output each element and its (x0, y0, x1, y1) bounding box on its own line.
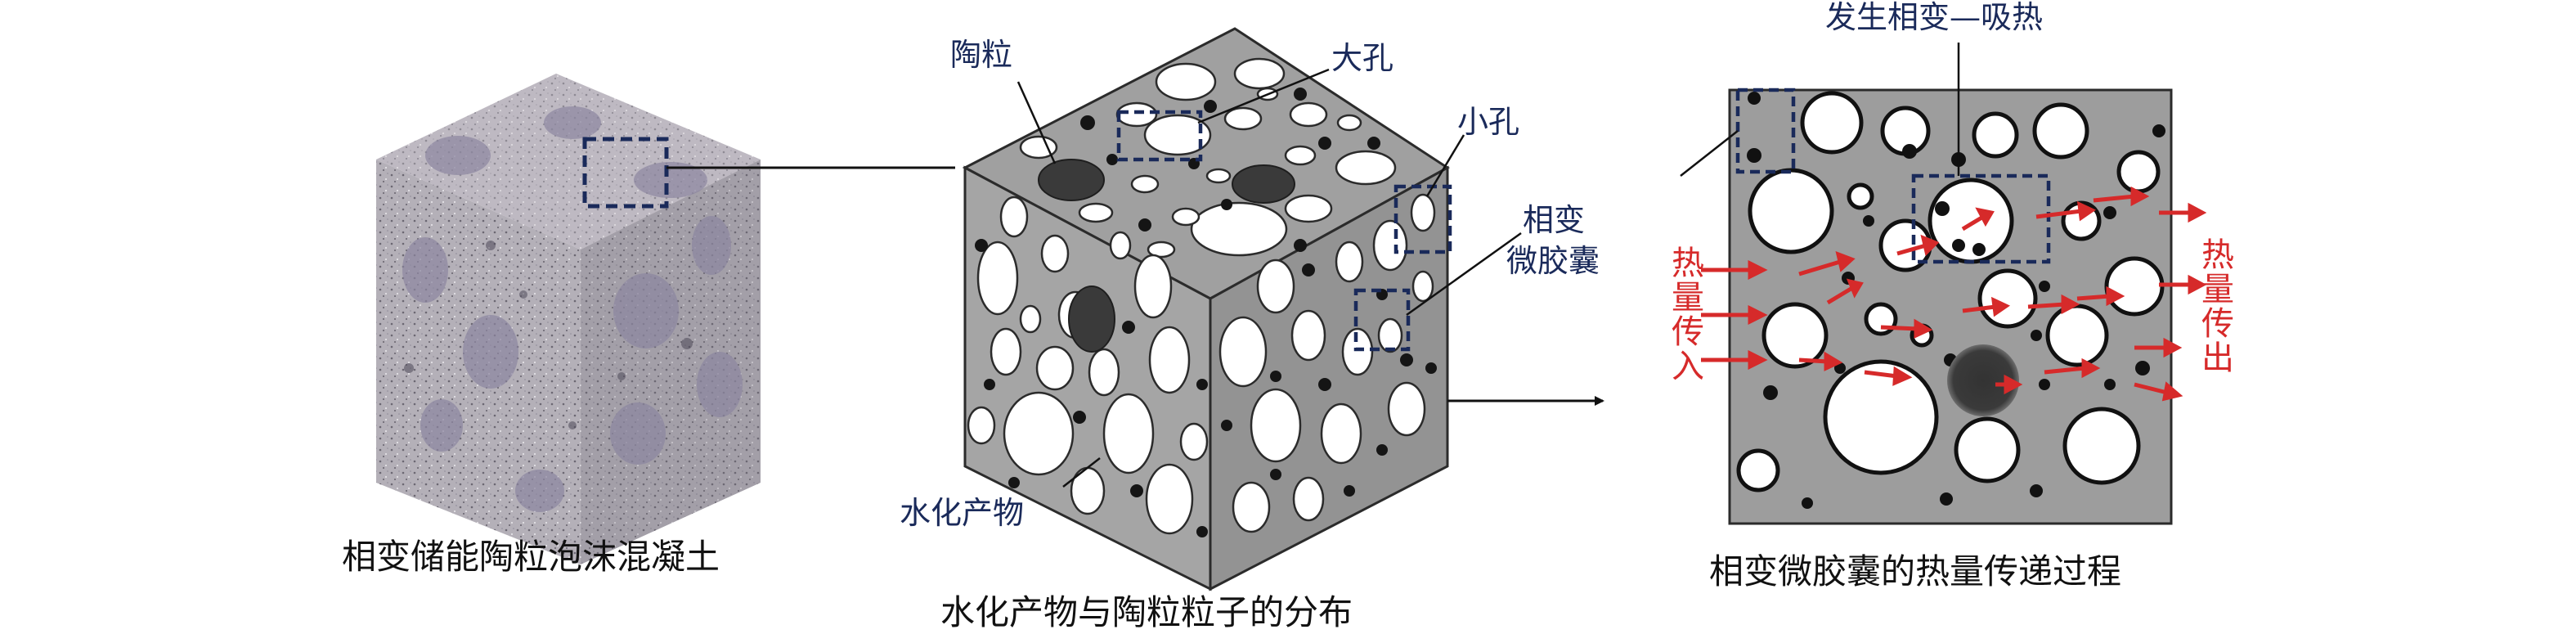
pcm-label-line2: 微胶囊 (1506, 243, 1600, 279)
heat-out-label: 热量传出 (2196, 237, 2233, 375)
zoom-selection-box (582, 137, 669, 209)
ceramsite-aggregates (402, 106, 743, 512)
large-pore-label: 大孔 (1331, 40, 1394, 76)
right-face-pores (1218, 193, 1436, 533)
label-leader-lines (1016, 68, 1522, 488)
heat-in-label: 热量传入 (1666, 245, 1703, 383)
right-face-microcapsules (1221, 263, 1437, 497)
top-face-pores (1019, 57, 1397, 259)
microstructure-cube (962, 27, 1452, 591)
small-black-pores (1747, 92, 2165, 509)
left-face-microcapsules (975, 239, 1208, 537)
microcapsule-highlight-box (1353, 288, 1411, 352)
heat-flow-arrows (1701, 186, 2207, 402)
small-pore-label: 小孔 (1457, 104, 1520, 140)
small-pore-highlight-box (1393, 184, 1452, 254)
caption-left: 相变储能陶粒泡沫混凝土 (342, 537, 720, 577)
left-face-ceramsite (1068, 286, 1115, 353)
phase-change-absorb-label: 发生相变—吸热 (1825, 0, 2044, 35)
top-face-microcapsules (1080, 88, 1380, 252)
caption-right: 相变微胶囊的热量传递过程 (1709, 551, 2122, 591)
ceramsite-label: 陶粒 (950, 37, 1013, 73)
caption-middle: 水化产物与陶粒粒子的分布 (940, 592, 1353, 632)
large-pore-highlight-box (1116, 110, 1203, 162)
heat-transfer-panel (1680, 43, 2207, 525)
hydration-product-label: 水化产物 (900, 495, 1025, 531)
pcm-microcapsule-pores (1736, 91, 2165, 492)
ceramsite-particle (1947, 344, 2019, 416)
phase-change-highlight-box (1911, 173, 2051, 264)
pcm-label-line1: 相变 (1523, 202, 1586, 238)
left-face-pores (967, 196, 1209, 535)
top-face-ceramsite (1038, 159, 1295, 204)
concrete-cube-photo (376, 74, 761, 564)
right-leader-lines (1680, 43, 1960, 177)
